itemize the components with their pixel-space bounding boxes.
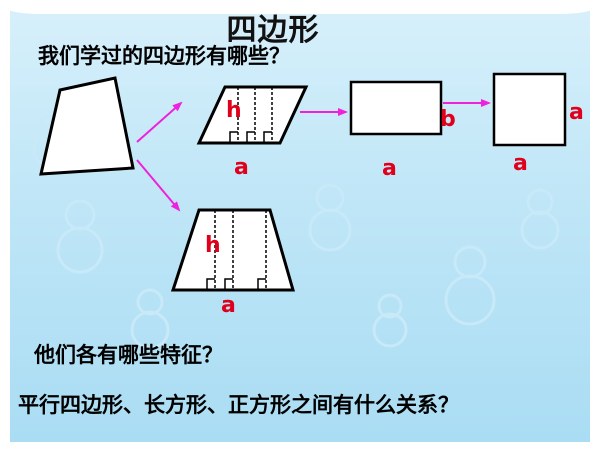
square-side-label: a [569, 100, 584, 125]
frame-left [0, 0, 10, 450]
general-quadrilateral-shape [39, 76, 135, 176]
arrow-to-trapezoid [136, 159, 181, 212]
square-base-label: a [513, 151, 528, 176]
question-relationship: 平行四边形、长方形、正方形之间有什么关系？ [18, 393, 459, 417]
arrow-to-parallelogram [136, 101, 183, 143]
parallelogram-base-label: a [234, 155, 249, 180]
rectangle-shape [349, 80, 443, 136]
parallelogram-height-lines [237, 87, 273, 143]
trapezoid-height-label: h [205, 233, 221, 258]
frame-bottom [0, 442, 600, 450]
slide-title: 四边形 [226, 13, 320, 48]
frame-top [0, 0, 600, 14]
trapezoid-height-lines [214, 210, 267, 290]
question-their-features: 他们各有哪些特征？ [34, 343, 223, 367]
rectangle-side-label: b [440, 107, 456, 132]
question-which-quadrilaterals: 我们学过的四边形有哪些？ [38, 44, 290, 68]
rectangle-base-label: a [382, 156, 397, 181]
parallelogram-shape [196, 85, 309, 145]
parallelogram-right-angle-marks [229, 131, 272, 143]
trapezoid-base-label: a [221, 293, 236, 318]
parallelogram-height-label: h [226, 98, 242, 123]
frame-right [590, 0, 600, 450]
square-shape [492, 72, 567, 147]
trapezoid-right-angle-marks [206, 278, 266, 290]
